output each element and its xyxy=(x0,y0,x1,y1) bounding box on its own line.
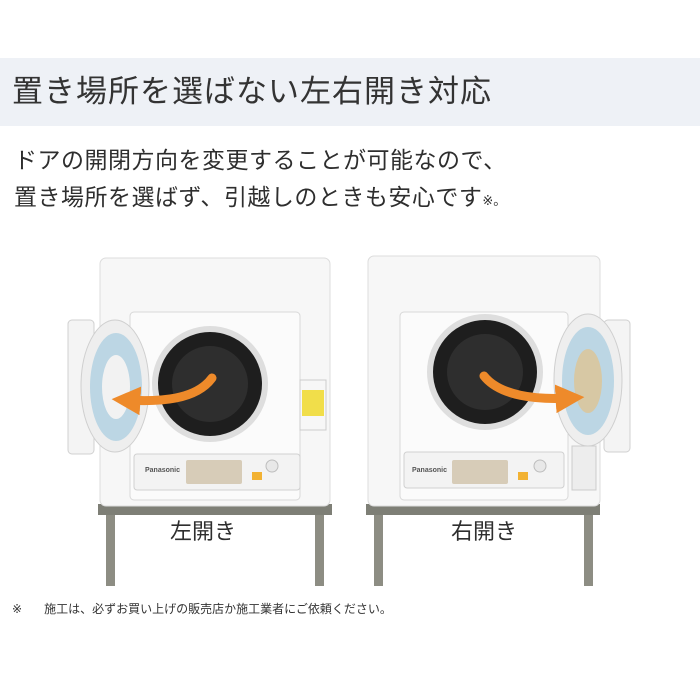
dryer-right: Panasonic xyxy=(366,255,631,586)
brand-logo: Panasonic xyxy=(145,467,180,474)
page-title: 置き場所を選ばない左右開き対応 xyxy=(12,74,492,110)
control-knob xyxy=(265,459,279,473)
description-line-1: ドアの開閉方向を変更することが可能なので、 xyxy=(14,148,507,174)
spec-label xyxy=(571,445,597,491)
stand-bar xyxy=(98,504,332,515)
dryer-left: Panasonic xyxy=(67,257,332,586)
title-band xyxy=(0,58,700,126)
description-line-2-text: 置き場所を選ばず、引越しのときも安心です xyxy=(14,185,483,211)
start-button xyxy=(252,472,262,480)
control-buttons xyxy=(452,460,508,484)
stand-leg xyxy=(106,512,115,586)
stand-leg xyxy=(315,512,324,586)
warning-label xyxy=(302,390,324,416)
description: ドアの開閉方向を変更することが可能なので、 置き場所を選ばず、引越しのときも安心… xyxy=(14,143,507,220)
door-swing-arrow-right xyxy=(479,371,585,414)
caption-left-opening: 左開き xyxy=(170,520,237,545)
start-button xyxy=(518,472,528,480)
stand-bar xyxy=(366,504,600,515)
control-buttons xyxy=(186,460,242,484)
description-line-2: 置き場所を選ばず、引越しのときも安心です※。 xyxy=(14,180,507,220)
footnote-symbol: ※ xyxy=(12,602,23,616)
footnote-text: 施工は、必ずお買い上げの販売店か施工業者にご依頼ください。 xyxy=(44,602,392,616)
door-inner xyxy=(102,355,130,419)
door-swing-arrow-left xyxy=(111,373,217,416)
brand-logo: Panasonic xyxy=(412,467,447,474)
door-inner xyxy=(574,349,602,413)
description-note-mark: ※。 xyxy=(482,194,507,209)
control-knob xyxy=(533,459,547,473)
caption-right-opening: 右開き xyxy=(451,520,518,545)
footnote: ※ 施工は、必ずお買い上げの販売店か施工業者にご依頼ください。 xyxy=(12,599,392,619)
stand-leg xyxy=(374,512,383,586)
stand-leg xyxy=(584,512,593,586)
label-frame xyxy=(299,379,327,431)
